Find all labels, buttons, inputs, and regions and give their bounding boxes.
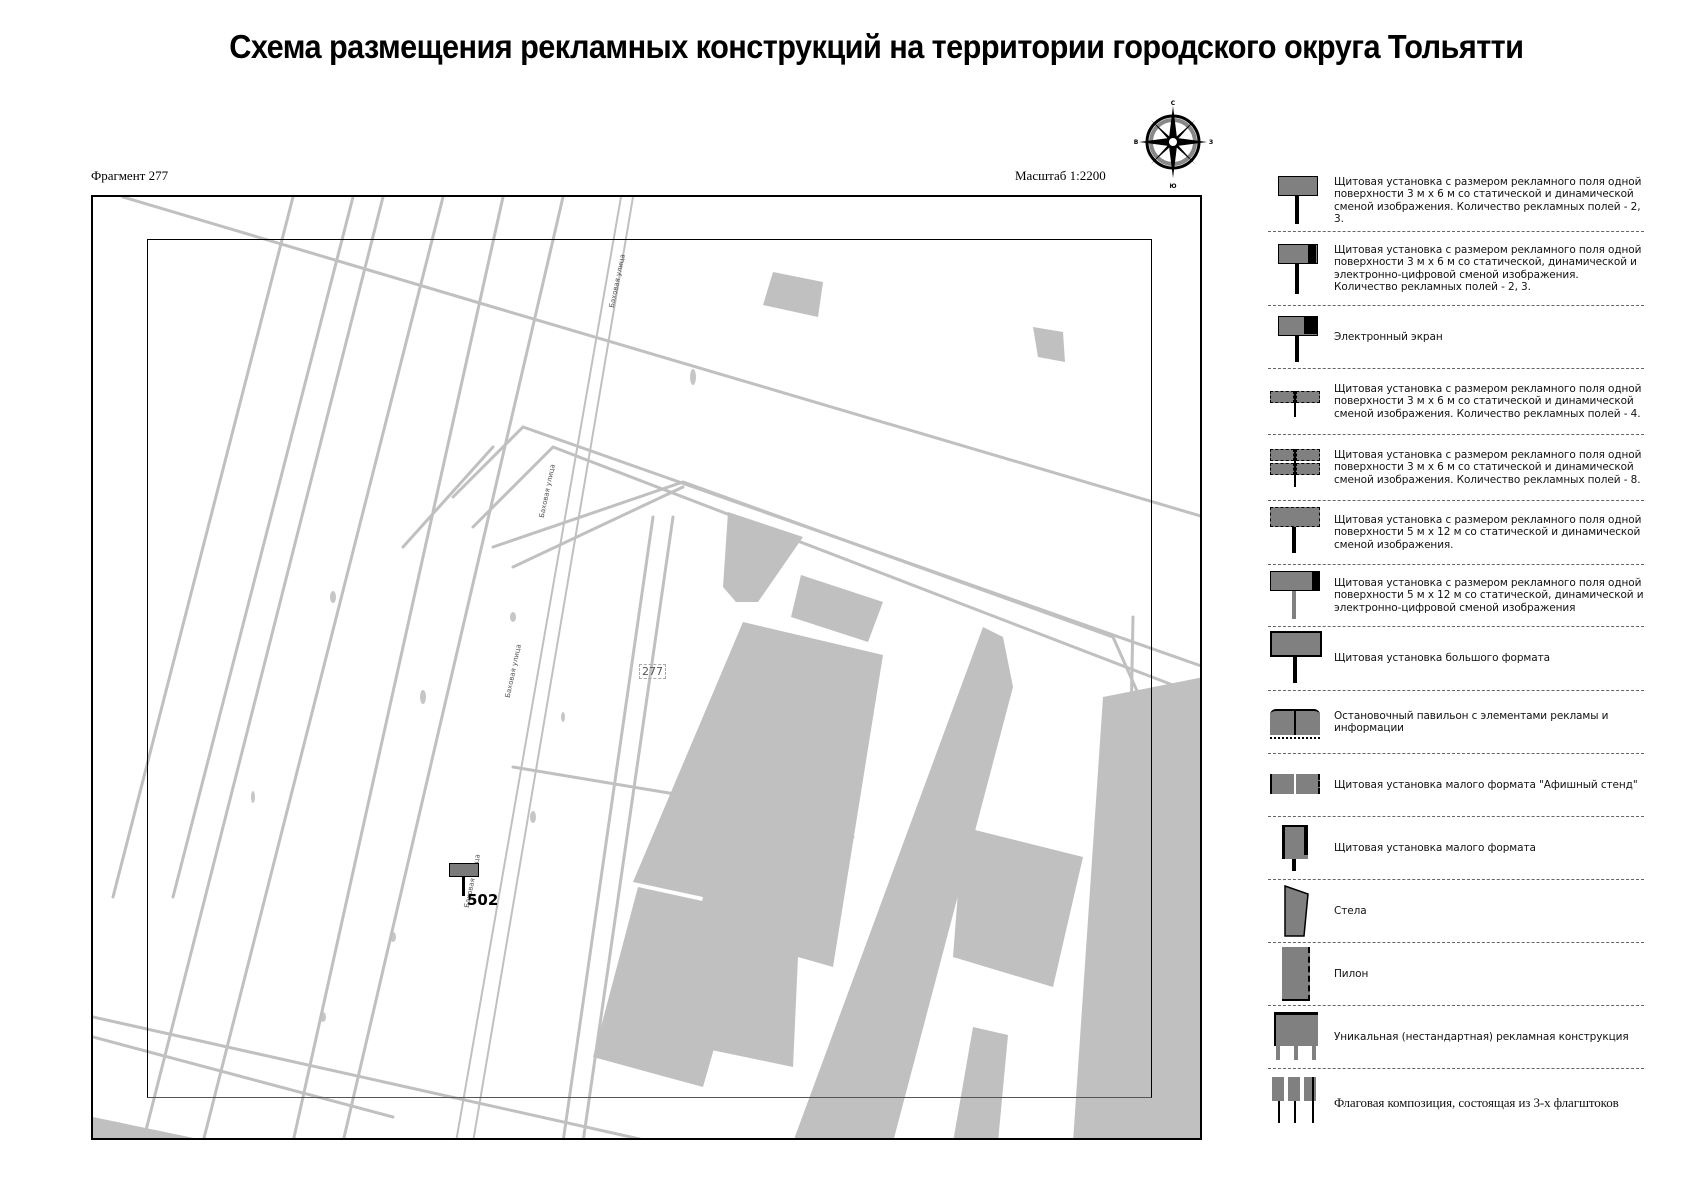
bus-stop-pavilion-icon bbox=[1268, 691, 1330, 753]
legend-item: Электронный экран bbox=[1268, 306, 1644, 369]
billboard-3x6-4-fields-icon bbox=[1268, 369, 1330, 434]
legend-item: Щитовая установка с размером рекламного … bbox=[1268, 501, 1644, 565]
legend: Щитовая установка с размером рекламного … bbox=[1268, 170, 1644, 1135]
legend-item: Щитовая установка с размером рекламного … bbox=[1268, 369, 1644, 435]
poster-stand-icon bbox=[1268, 754, 1330, 816]
legend-item: Щитовая установка малого формата bbox=[1268, 817, 1644, 880]
marker-id-label[interactable]: 502 bbox=[467, 891, 499, 909]
electronic-screen-icon bbox=[1268, 306, 1330, 368]
legend-item: Щитовая установка большого формата bbox=[1268, 627, 1644, 691]
legend-item: Стела bbox=[1268, 880, 1644, 943]
legend-item: Щитовая установка малого формата "Афишны… bbox=[1268, 754, 1644, 817]
billboard-5x12-digital-icon bbox=[1268, 565, 1330, 626]
compass-west-label: В bbox=[1134, 139, 1139, 146]
legend-item: Щитовая установка с размером рекламного … bbox=[1268, 435, 1644, 501]
billboard-3x6-icon bbox=[1268, 170, 1330, 231]
legend-item: Щитовая установка с размером рекламного … bbox=[1268, 565, 1644, 627]
billboard-3x6-digital-icon bbox=[1268, 232, 1330, 305]
scale-label: Масштаб 1:2200 bbox=[1015, 168, 1106, 183]
billboard-pole bbox=[462, 877, 465, 896]
small-format-billboard-icon bbox=[1268, 817, 1330, 879]
compass-south-label: Ю bbox=[1169, 183, 1176, 190]
legend-item: Пилон bbox=[1268, 943, 1644, 1006]
map-basemap bbox=[93, 197, 1200, 1138]
fragment-number-badge: 277 bbox=[639, 664, 666, 679]
compass-rose-icon: С Ю В З bbox=[1133, 100, 1213, 190]
fragment-label: Фрагмент 277 bbox=[91, 168, 169, 183]
pylon-icon bbox=[1268, 943, 1330, 1005]
page-title: Схема размещения рекламных конструкций н… bbox=[229, 28, 1524, 65]
stele-icon bbox=[1268, 880, 1330, 942]
legend-item: Флаговая композиция, состоящая из 3-х фл… bbox=[1268, 1069, 1644, 1135]
large-format-billboard-icon bbox=[1268, 627, 1330, 690]
compass-east-label: З bbox=[1209, 139, 1213, 146]
map-viewport[interactable]: Баховая улица Баховая улица Баховая улиц… bbox=[91, 195, 1202, 1140]
billboard-3x6-8-fields-icon bbox=[1268, 435, 1330, 500]
billboard-marker[interactable] bbox=[449, 863, 479, 913]
unique-structure-icon bbox=[1268, 1006, 1330, 1068]
flag-composition-icon bbox=[1268, 1069, 1330, 1135]
billboard-3x6-icon bbox=[449, 863, 479, 877]
legend-item: Остановочный павильон с элементами рекла… bbox=[1268, 691, 1644, 754]
legend-item: Щитовая установка с размером рекламного … bbox=[1268, 232, 1644, 306]
compass-north-label: С bbox=[1171, 100, 1176, 107]
legend-item: Щитовая установка с размером рекламного … bbox=[1268, 170, 1644, 232]
legend-item: Уникальная (нестандартная) рекламная кон… bbox=[1268, 1006, 1644, 1069]
billboard-5x12-icon bbox=[1268, 501, 1330, 564]
